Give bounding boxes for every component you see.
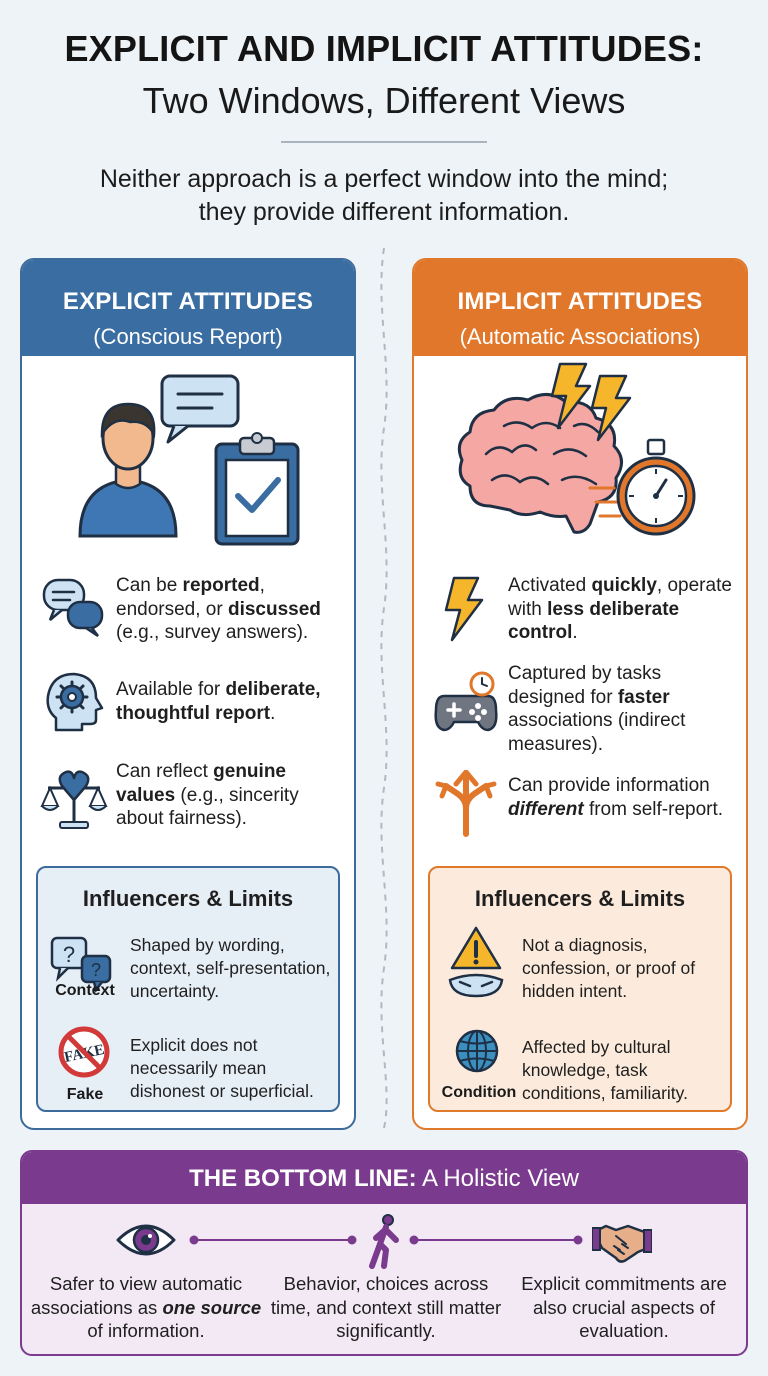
intro-line-1: Neither approach is a perfect window int… [99,165,669,193]
explicit-item-text: Available for deliberate, thoughtful rep… [116,679,321,724]
implicit-subtitle: (Automatic Associations) [459,324,701,349]
svg-text:?: ? [63,942,75,967]
head-gear-icon [46,672,104,732]
implicit-limits-box: Influencers & Limits Not a diagnosis, co… [428,866,732,1112]
center-divider [380,248,388,1128]
explicit-subtitle: (Conscious Report) [93,324,283,349]
implicit-limit-text: Affected by cultural knowledge, task con… [522,1037,688,1103]
lightning-icon [444,576,484,642]
explicit-limits-box: Influencers & Limits ? ? Context Shaped … [36,866,340,1112]
warning-mask-icon [448,926,504,998]
bottom-line-title: THE BOTTOM LINE: A Holistic View [22,1152,746,1204]
bottom-item-commitments: Explicit commitments are also crucial as… [521,1273,727,1341]
bottom-item-one-source: Safer to view automatic associations as … [30,1273,262,1341]
clipboard-check-icon [214,432,300,546]
implicit-title: IMPLICIT ATTITUDES [457,288,703,315]
title-divider [281,141,487,143]
split-arrows-icon [435,770,497,837]
eye-icon [116,1224,176,1256]
implicit-item-text: Captured by tasks designed for faster as… [508,663,686,755]
explicit-item-text: Can reflect genuine values (e.g., sincer… [116,761,299,829]
context-caption: Context [55,982,115,999]
explicit-panel: EXPLICIT ATTITUDES (Conscious Report) [20,258,356,1130]
bottom-line-panel: THE BOTTOM LINE: A Holistic View Safer t… [20,1150,748,1356]
page-title: EXPLICIT AND IMPLICIT ATTITUDES: [64,28,704,69]
brain-icon [457,393,623,534]
explicit-hero [78,374,300,546]
stopwatch-icon [588,438,696,536]
lightning-icon [550,362,632,442]
implicit-limit-text: Not a diagnosis, confession, or proof of… [522,935,696,1001]
implicit-hero [457,362,696,536]
implicit-panel: IMPLICIT ATTITUDES (Automatic Associatio… [412,258,748,1130]
explicit-limits-title: Influencers & Limits [82,886,294,911]
globe-icon [455,1029,499,1073]
no-fake-icon: FAKE [58,1026,110,1078]
implicit-limits-title: Influencers & Limits [474,886,686,911]
speech-bubble-icon [160,374,240,444]
explicit-title: EXPLICIT ATTITUDES [62,288,314,315]
page-subtitle-heading: Two Windows, Different Views [142,80,626,121]
intro-line-2: they provide different information. [198,198,570,226]
gamepad-clock-icon [434,671,498,732]
fake-caption: Fake [66,1086,104,1103]
intro-text: Neither approach is a perfect window int… [60,163,708,229]
person-icon [78,402,178,538]
timeline-connector [189,1235,583,1245]
question-bubbles-icon: ? ? [50,936,112,993]
chat-bubbles-icon [42,578,104,638]
explicit-header: EXPLICIT ATTITUDES (Conscious Report) [22,260,354,356]
handshake-icon [592,1224,652,1263]
heart-scale-icon [40,770,108,829]
svg-text:?: ? [91,960,101,980]
condition-caption: Condition [441,1084,517,1101]
walking-person-icon [369,1214,399,1269]
implicit-item-text: Can provide information different from s… [508,775,724,820]
implicit-header: IMPLICIT ATTITUDES (Automatic Associatio… [414,260,746,356]
explicit-limit-text: Explicit does not necessarily mean disho… [130,1035,314,1101]
explicit-limit-text: Shaped by wording, context, self-present… [130,935,331,1001]
bottom-item-behavior: Behavior, choices across time, and conte… [270,1273,502,1341]
implicit-item-text: Activated quickly, operate with less del… [508,575,732,643]
explicit-item-text: Can be reported, endorsed, or discussed … [116,575,321,643]
